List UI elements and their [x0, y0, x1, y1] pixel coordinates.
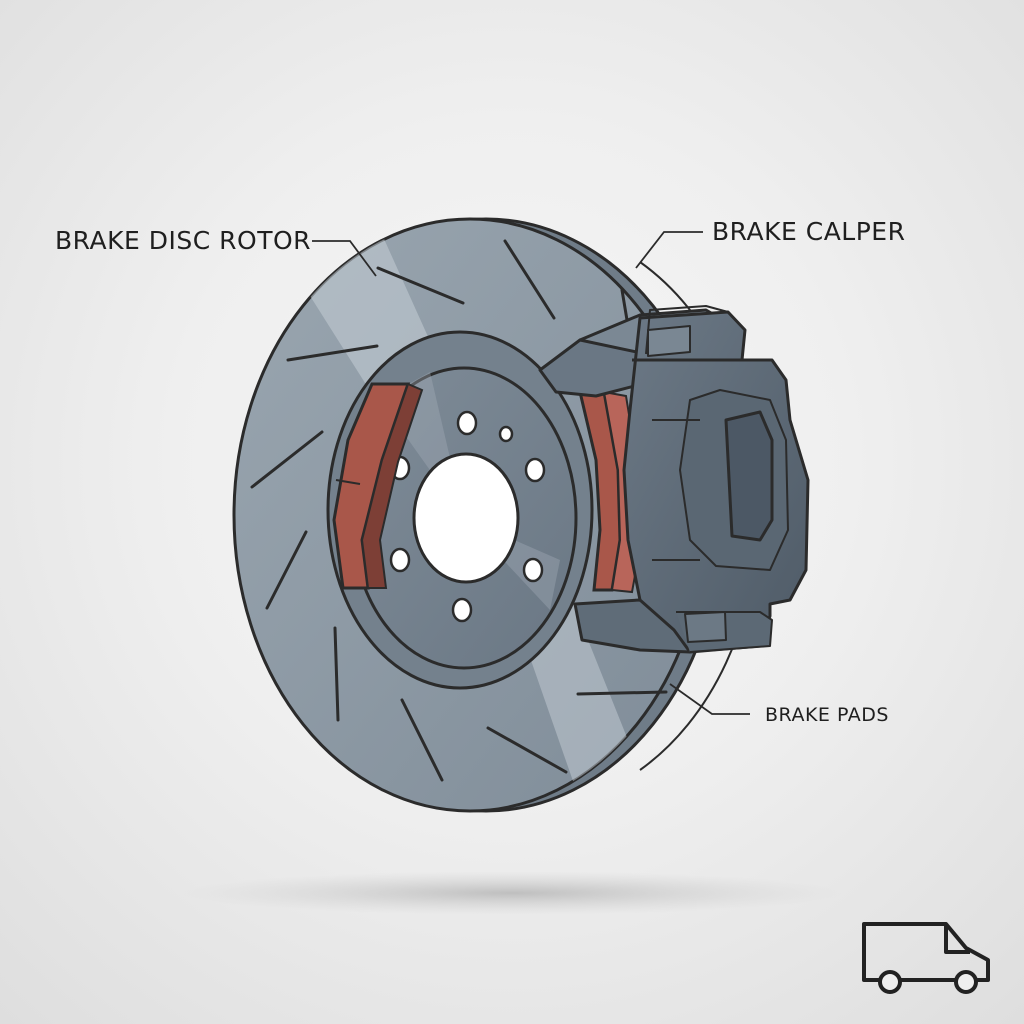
ground-shadow — [182, 871, 842, 915]
label-brake-disc-rotor: BRAKE DISC ROTOR — [55, 226, 312, 255]
leader-lines — [312, 231, 750, 715]
rotor-slots — [250, 239, 668, 782]
label-brake-caliper: BRAKE CALPER — [712, 217, 906, 246]
delivery-van-icon — [862, 922, 990, 994]
brake-caliper — [622, 305, 810, 654]
leader-line-caliper — [635, 231, 703, 269]
leader-line-pads — [669, 683, 750, 715]
leader-line-rotor — [312, 240, 377, 277]
brake-pad-left — [332, 382, 424, 590]
label-brake-pads: BRAKE PADS — [765, 704, 889, 726]
center-bore — [412, 452, 520, 584]
